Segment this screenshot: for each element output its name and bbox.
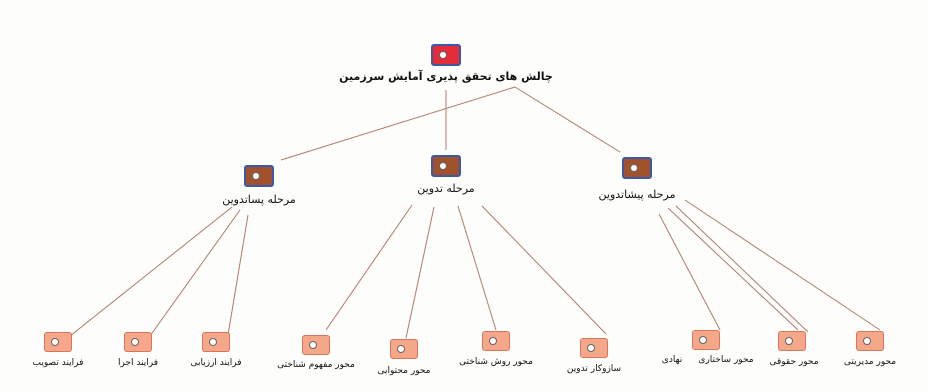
leaf-tag-icon (482, 331, 510, 351)
root-node (431, 44, 461, 66)
leaf-tag-icon (580, 338, 608, 358)
leaf-node (202, 332, 230, 352)
leaf-tag-icon (856, 331, 884, 351)
leaf-node (482, 331, 510, 351)
root-label: چالش های تحقق پذیری آمایش سرزمین (339, 70, 553, 83)
leaf-tag-icon (124, 332, 152, 352)
leaf-label: فرایند اجرا (117, 358, 159, 368)
leaf-node (44, 332, 72, 352)
leaf-label: محور مفهوم شناختی (277, 360, 355, 370)
connector-line (69, 206, 233, 337)
leaf-label: محور محتوایی (377, 366, 431, 376)
phase-label-pre: مرحله پیشاتدوین (598, 188, 676, 201)
connector-line (149, 209, 241, 337)
leaf-label: سازوکار تدوین (566, 364, 622, 374)
connector-line (514, 86, 621, 153)
leaf-tag-icon (44, 332, 72, 352)
phase-node-dev (431, 155, 461, 177)
leaf-label: محور روش شناختی (459, 357, 533, 367)
leaf-tag-icon (692, 330, 720, 350)
leaf-node (778, 331, 806, 351)
leaf-node (580, 338, 608, 358)
phase-node-pre (622, 157, 652, 179)
phase-tag-icon (431, 155, 461, 177)
connector-line (658, 213, 721, 331)
phase-tag-icon (244, 165, 274, 187)
connector-line (325, 204, 413, 331)
leaf-label: محور ساختاری (698, 355, 754, 365)
connector-line (675, 205, 809, 333)
leaf-node (390, 339, 418, 359)
phase-tag-icon (622, 157, 652, 179)
leaf-label: محور مدیریتی (843, 357, 897, 367)
leaf-label: نهادی (661, 355, 683, 365)
connector-line (457, 205, 497, 331)
leaf-node (692, 330, 720, 350)
root-tag-icon (431, 44, 461, 66)
leaf-tag-icon (390, 339, 418, 359)
leaf-label: محور حقوقی (769, 357, 819, 367)
phase-label-dev: مرحله تدوین (417, 182, 475, 195)
connector-line (227, 214, 249, 336)
connector-line (481, 205, 607, 335)
leaf-label: فرایند ارزیابی (190, 358, 242, 368)
leaf-node (124, 332, 152, 352)
phase-node-post (244, 165, 274, 187)
connector-line (280, 86, 516, 161)
leaf-tag-icon (202, 332, 230, 352)
connector-line (684, 199, 881, 331)
connector-line (405, 206, 435, 339)
connector-line (667, 207, 799, 331)
leaf-node (302, 335, 330, 355)
leaf-node (856, 331, 884, 351)
phase-label-post: مرحله پساتدوین (222, 193, 296, 206)
leaf-tag-icon (778, 331, 806, 351)
leaf-label: فرایند تصویب (32, 358, 84, 368)
leaf-tag-icon (302, 335, 330, 355)
